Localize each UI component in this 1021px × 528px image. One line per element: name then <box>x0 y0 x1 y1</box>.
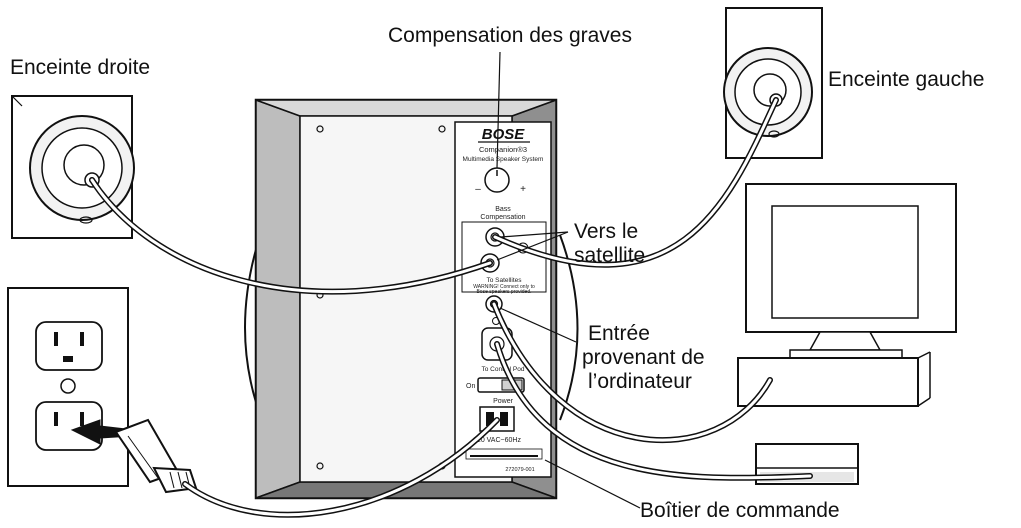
warning-line-1: WARNING! Connect only to <box>473 284 535 290</box>
label-control-pod: Boîtier de commande <box>640 499 840 522</box>
switch-on-label: On <box>466 383 475 390</box>
to-satellites-label: To Satellites <box>486 277 522 284</box>
label-right-speaker: Enceinte droite <box>10 56 150 79</box>
label-left-speaker: Enceinte gauche <box>828 68 984 91</box>
bass-label-1: Bass <box>495 206 511 213</box>
label-input-1: Entrée <box>588 322 650 345</box>
outlet-icon <box>7 287 129 487</box>
bass-label-2: Compensation <box>480 214 525 221</box>
knob-minus: – <box>475 184 481 195</box>
system-name: Multimedia Speaker System <box>463 156 544 163</box>
knob-plus: + <box>520 184 526 195</box>
label-input-3: l’ordinateur <box>588 370 692 393</box>
model-name: Companion®3 <box>479 145 527 154</box>
label-to-satellite-1: Vers le <box>574 220 638 243</box>
warning-line-2: Bose speakers provided. <box>476 289 531 295</box>
left-speaker <box>723 7 823 159</box>
right-speaker <box>11 95 135 239</box>
leader-lines <box>496 51 641 509</box>
label-input-2: provenant de <box>582 346 705 369</box>
cables <box>89 97 813 518</box>
voltage-label: 120 VAC~60Hz <box>473 437 521 444</box>
label-bass-compensation: Compensation des graves <box>388 24 632 47</box>
serial-number: 272079-001 <box>505 467 534 473</box>
wall-outlet <box>7 287 129 487</box>
control-panel: BOSE Companion®3 Multimedia Speaker Syst… <box>454 121 552 478</box>
brand-logo: BOSE <box>482 126 526 143</box>
computer-monitor-icon <box>737 183 957 407</box>
power-label: Power <box>493 398 514 405</box>
label-to-satellite-2: satellite <box>574 244 645 267</box>
